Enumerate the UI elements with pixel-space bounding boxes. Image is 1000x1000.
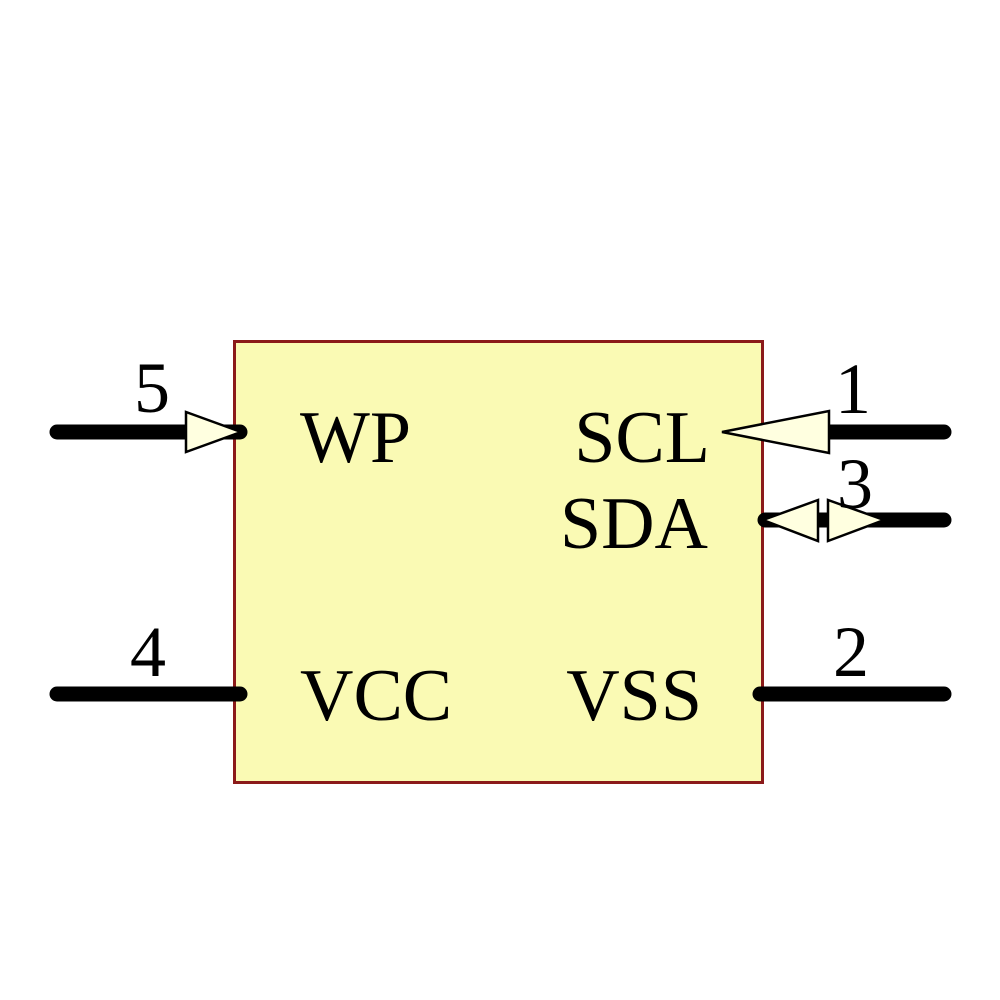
- pin-vcc[interactable]: 4: [49, 612, 248, 702]
- pin-sda-arrow-left-icon: [759, 498, 820, 543]
- pin-wp-label: WP: [300, 397, 411, 479]
- pin-scl-label: SCL: [574, 397, 710, 479]
- pin-scl[interactable]: 1: [721, 349, 952, 455]
- pin-wp-arrow-icon: [184, 410, 245, 454]
- pin-vss-label: VSS: [566, 655, 702, 737]
- pin-sda-arrow-right-icon: [826, 498, 888, 543]
- pin-vss[interactable]: 2: [752, 612, 952, 702]
- pin-wp-number: 5: [134, 348, 170, 428]
- pin-vcc-label: VCC: [300, 655, 452, 737]
- pin-sda[interactable]: 3: [757, 444, 952, 543]
- pin-wp[interactable]: 5: [49, 348, 248, 454]
- pin-sda-label: SDA: [560, 483, 708, 565]
- pin-vss-number: 2: [833, 612, 869, 692]
- pin-vcc-number: 4: [130, 612, 166, 692]
- pin-scl-arrow-icon: [721, 409, 831, 455]
- pin-sda-number: 3: [837, 444, 873, 524]
- pin-scl-number: 1: [835, 349, 871, 429]
- component-body: [233, 340, 764, 784]
